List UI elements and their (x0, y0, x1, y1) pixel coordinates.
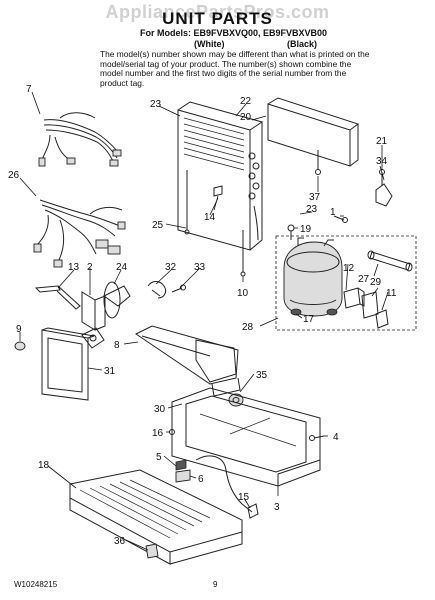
callout-12: 12 (343, 263, 355, 274)
clip-36[interactable] (145, 543, 159, 559)
callout-29: 29 (370, 277, 382, 288)
callout-23-mid: 23 (306, 204, 318, 215)
callout-25: 25 (152, 220, 164, 231)
callout-21: 21 (376, 136, 388, 147)
wire-harness-lower[interactable] (33, 199, 126, 268)
callout-6: 6 (198, 474, 204, 485)
fan-motor[interactable] (81, 291, 106, 331)
grommet-35[interactable] (228, 393, 244, 407)
plug-9[interactable] (14, 341, 26, 351)
mount-grommet[interactable] (147, 281, 167, 299)
callout-36: 36 (114, 536, 126, 547)
clip-15[interactable] (247, 503, 259, 519)
tube-23[interactable] (253, 205, 259, 241)
rod-25[interactable] (184, 170, 190, 235)
callout-10: 10 (237, 288, 249, 299)
clip-11[interactable] (375, 309, 389, 329)
leader-lines (19, 91, 389, 551)
relay-cover[interactable] (361, 291, 379, 319)
callout-34: 34 (376, 156, 388, 167)
callout-24: 24 (116, 262, 128, 273)
fan-blade[interactable] (103, 281, 131, 319)
callout-31: 31 (104, 366, 116, 377)
callout-19: 19 (300, 224, 312, 235)
screw-4[interactable] (309, 435, 325, 441)
callout-3: 3 (274, 502, 280, 513)
terminal-block[interactable] (175, 459, 191, 483)
drain-tray[interactable] (69, 469, 243, 565)
bracket-clip-right[interactable] (375, 169, 393, 207)
callout-23-top: 23 (150, 99, 162, 110)
callout-17: 17 (303, 314, 315, 325)
callout-5: 5 (156, 452, 162, 463)
page-number: 9 (213, 580, 218, 589)
callout-37: 37 (309, 192, 321, 203)
drain-pan[interactable] (135, 325, 241, 397)
model-note: The model(s) number shown may be differe… (100, 49, 370, 88)
doc-number: W10248215 (14, 580, 58, 589)
callout-1: 1 (330, 207, 336, 218)
callout-27: 27 (358, 274, 370, 285)
wire-harness-top[interactable] (38, 112, 122, 167)
compressor-group-box (275, 235, 417, 331)
fan-shroud[interactable] (41, 327, 95, 401)
callout-15: 15 (238, 492, 250, 503)
callout-26: 26 (8, 170, 20, 181)
callout-30: 30 (154, 404, 166, 415)
callout-33: 33 (194, 262, 206, 273)
callout-4: 4 (333, 432, 339, 443)
compressor[interactable] (283, 237, 343, 317)
callout-11: 11 (386, 288, 397, 299)
callout-13: 13 (68, 262, 80, 273)
bracket-l[interactable] (34, 285, 81, 310)
callout-18: 18 (38, 460, 50, 471)
callout-22: 22 (240, 96, 252, 107)
callout-28: 28 (242, 322, 254, 333)
heater-wire[interactable] (195, 455, 253, 513)
screw-1[interactable] (333, 215, 348, 223)
callout-32: 32 (165, 262, 177, 273)
base-plate[interactable] (171, 387, 321, 487)
models-line: For Models: EB9FVBXVQ00, EB9FVBXVB00 (140, 28, 328, 38)
callout-14: 14 (204, 212, 216, 223)
callout-9: 9 (16, 324, 22, 335)
screw-37[interactable] (315, 150, 321, 175)
screw-33[interactable] (171, 284, 186, 293)
callout-7: 7 (26, 84, 32, 95)
fan-blade-small[interactable] (81, 327, 105, 349)
page-title: UNIT PARTS (162, 9, 273, 28)
watermark: AppliancePartsPros.com (105, 2, 330, 22)
rod-10[interactable] (240, 230, 246, 277)
variant-black: (Black) (287, 39, 318, 49)
condenser-coil[interactable] (177, 101, 264, 251)
callout-8: 8 (114, 340, 120, 351)
overload-tube[interactable] (367, 250, 413, 272)
relay-12[interactable] (343, 287, 365, 309)
callout-2: 2 (87, 262, 93, 273)
upper-panel[interactable] (267, 97, 360, 167)
screw-19[interactable] (287, 224, 295, 240)
callout-20: 20 (240, 112, 252, 123)
callout-35: 35 (256, 370, 268, 381)
variant-white: (White) (194, 39, 225, 49)
callout-16: 16 (152, 428, 164, 439)
